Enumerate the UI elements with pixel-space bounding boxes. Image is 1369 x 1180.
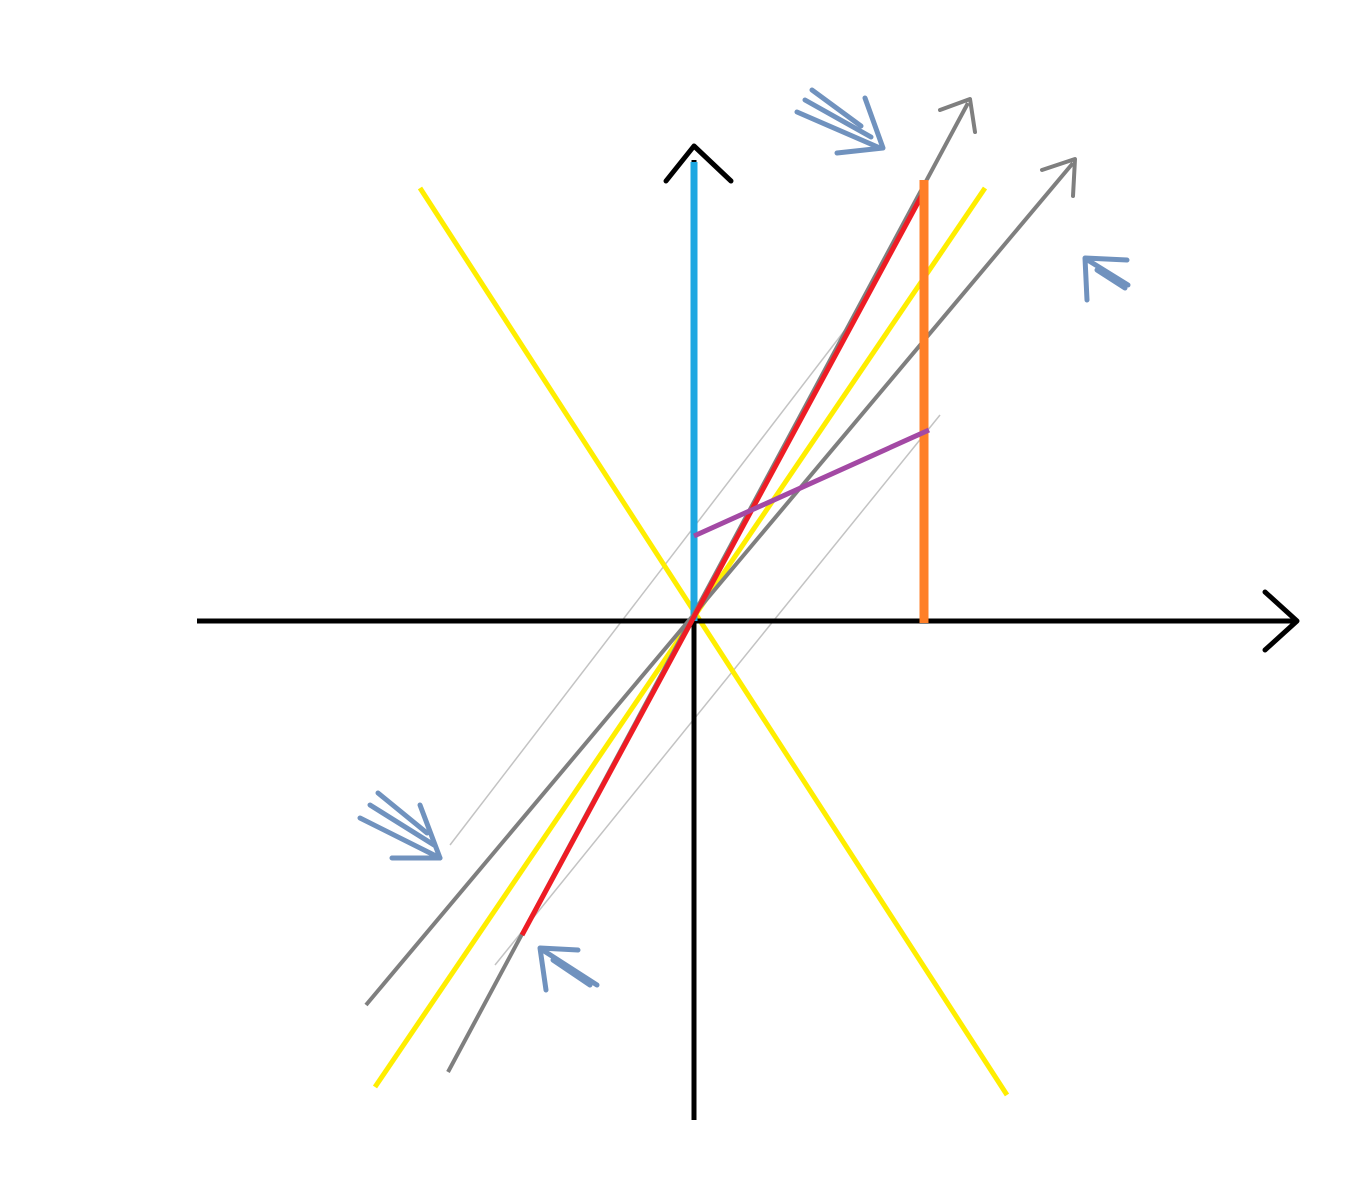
light-cone-line-left: [417, 186, 1010, 1097]
y-axis-arrowhead-icon: [663, 143, 734, 184]
triple-chevron-arrow-icon-bottom-left: [357, 790, 443, 861]
red-worldline: [519, 193, 925, 937]
gray-worldline-steep-arrowhead-icon: [938, 97, 977, 134]
guide-line-lower: [494, 414, 941, 966]
purple-simultaneity-line: [692, 427, 931, 539]
guide-line-upper: [449, 329, 846, 846]
double-chevron-arrow-icon-top-right: [1082, 255, 1131, 303]
gray-worldline-shallow-arrowhead-icon: [1040, 157, 1077, 198]
gray-worldline-shallow: [364, 161, 1075, 1007]
triple-chevron-arrow-icon-top: [794, 87, 886, 156]
x-axis-arrowhead-icon: [1262, 589, 1300, 653]
double-chevron-arrow-icon-bottom: [537, 945, 600, 993]
